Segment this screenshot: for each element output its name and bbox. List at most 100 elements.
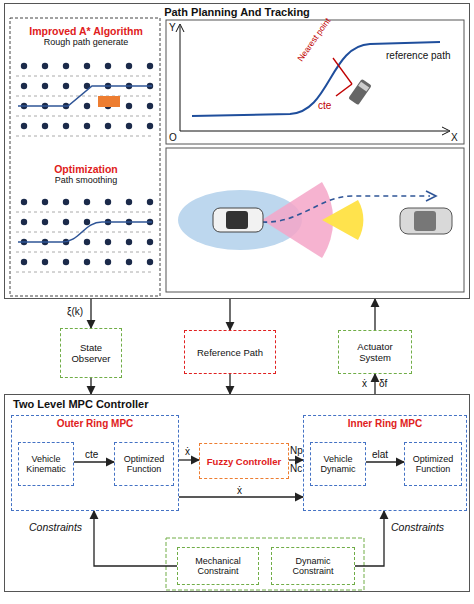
- node-title: Optimized Function: [408, 454, 458, 474]
- grid-dot: [147, 103, 153, 109]
- node-title: Reference Path: [197, 347, 263, 358]
- planning-step: Improved A* AlgorithmRough path generate: [15, 23, 157, 59]
- flow-arrow: [179, 496, 303, 497]
- annotation-label: δf: [379, 378, 387, 389]
- grid-dot: [126, 103, 132, 109]
- lane-line: [16, 212, 154, 213]
- flow-arrow: [229, 374, 230, 394]
- annotation-label: cte: [318, 100, 331, 111]
- function-box: Optimized Function: [114, 442, 174, 486]
- grid-dot: [105, 63, 111, 69]
- node-title: Inner Ring MPC: [348, 418, 422, 429]
- planning-step: OptimizationPath smoothing: [15, 161, 157, 197]
- node-title: Vehicle Dynamic: [314, 454, 362, 474]
- mpc-block: Inner Ring MPC Vehicle Dynamic Optimized F…: [303, 415, 467, 511]
- grid-dot: [63, 199, 69, 205]
- flow-arrow: [74, 461, 114, 462]
- constraint-box: Mechanical Constraint: [177, 547, 259, 585]
- nearest-line: [333, 58, 352, 84]
- grid-dot: [84, 239, 90, 245]
- flow-arrow: [90, 299, 91, 328]
- function-box: Optimized Function: [404, 442, 462, 486]
- panel: Path Planning And TrackingImproved A* Al…: [4, 3, 470, 299]
- car-icon: [348, 79, 372, 106]
- node-title: Fuzzy Controller: [207, 456, 281, 467]
- front-car: [400, 208, 452, 234]
- flow-arrow: [179, 459, 199, 460]
- lane-line: [16, 76, 154, 77]
- node-title: Mechanical Constraint: [181, 556, 255, 576]
- flow-arrow: [355, 511, 384, 566]
- node-title: Improved A* Algorithm: [29, 25, 143, 37]
- grid-dot: [21, 259, 27, 265]
- edge-label: ξ(k): [66, 306, 84, 317]
- lane-line: [16, 96, 154, 97]
- grid-dot: [84, 103, 90, 109]
- node-title: Optimization: [54, 163, 118, 175]
- edge-label: ẋ: [184, 446, 191, 457]
- lane-line: [16, 232, 154, 233]
- rough-path: [18, 86, 152, 106]
- annotation-label: X: [451, 132, 458, 143]
- grid: [16, 63, 154, 136]
- group-frame: [10, 18, 160, 296]
- annotation-label: O: [169, 132, 177, 143]
- constraint-frame: [166, 538, 364, 590]
- grid-dot: [84, 219, 90, 225]
- node-title: Outer Ring MPC: [57, 418, 134, 429]
- flow-arrow: [366, 461, 404, 462]
- lane-line: [16, 136, 154, 137]
- grid-dot: [42, 199, 48, 205]
- grid-dot: [84, 63, 90, 69]
- grid-dot: [63, 219, 69, 225]
- flow-arrow: [289, 459, 303, 460]
- grid-dot: [63, 123, 69, 129]
- grid-dot: [84, 199, 90, 205]
- edge-label: ẋ: [236, 485, 243, 496]
- grid-dot: [105, 199, 111, 205]
- model-box: Vehicle Kinematic: [18, 442, 74, 486]
- grid-dot: [42, 63, 48, 69]
- node-subtitle: Rough path generate: [44, 37, 129, 47]
- constraint-box: Dynamic Constraint: [271, 547, 355, 585]
- annotation-label: reference path: [386, 50, 451, 61]
- node-title: Two Level MPC Controller: [13, 398, 148, 410]
- grid-dot: [147, 199, 153, 205]
- fuzzy-box: Fuzzy Controller: [199, 443, 289, 479]
- annotation-label: Np: [290, 445, 303, 456]
- grid-dot: [147, 63, 153, 69]
- grid-dot: [63, 63, 69, 69]
- edge-label: Constraints: [390, 522, 445, 534]
- smooth-path: [18, 222, 152, 242]
- ego-car: [213, 208, 263, 232]
- model-box: Vehicle Dynamic: [310, 442, 366, 486]
- grid-dot: [105, 123, 111, 129]
- grid-dot: [126, 123, 132, 129]
- grid-dot: [126, 259, 132, 265]
- grid-dot: [84, 123, 90, 129]
- reference-box: Reference Path: [184, 330, 276, 374]
- lane-line: [16, 116, 154, 117]
- grid-dot: [147, 259, 153, 265]
- actuator-box: Actuator System: [338, 330, 412, 374]
- sensor-field: [322, 200, 363, 240]
- annotation-label: ẋ: [362, 378, 367, 389]
- annotation-label: Y: [169, 22, 176, 33]
- annotation-label: Nearest point: [296, 17, 333, 64]
- flow-arrow: [374, 299, 375, 330]
- flow-arrow: [94, 511, 177, 566]
- node-title: State Observer: [64, 342, 118, 364]
- grid-dot: [126, 239, 132, 245]
- lane-line: [16, 272, 154, 273]
- grid-dot: [21, 83, 27, 89]
- obstacle: [98, 96, 120, 107]
- x-axis: [180, 131, 448, 132]
- cte-line: [336, 84, 352, 96]
- grid-dot: [42, 83, 48, 89]
- grid-dot: [21, 63, 27, 69]
- grid-dot: [63, 83, 69, 89]
- grid-dot: [63, 259, 69, 265]
- edge-label: Constraints: [28, 522, 83, 534]
- grid-dot: [147, 239, 153, 245]
